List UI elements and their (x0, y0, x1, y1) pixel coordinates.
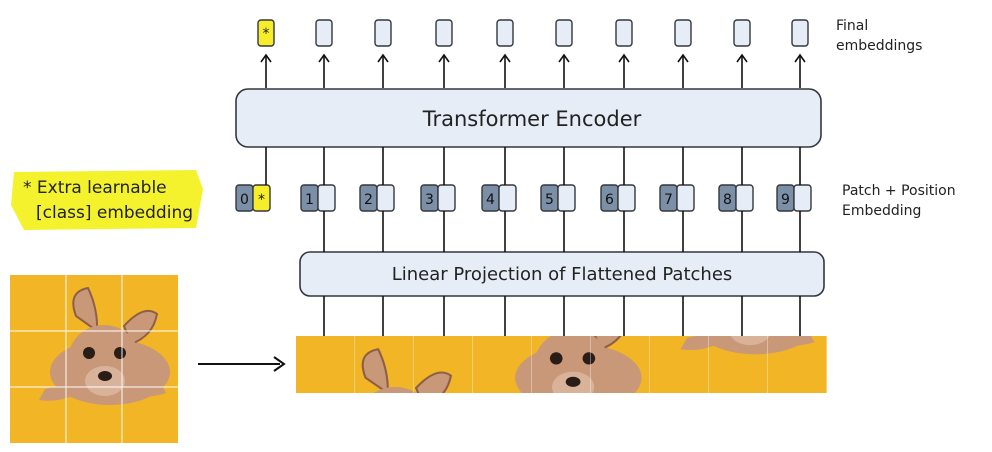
patch-position-label-2: Embedding (842, 203, 921, 219)
patch-embedding-3: 3 (420, 184, 456, 212)
image-patch-3 (414, 336, 474, 393)
class-output-marker: * (263, 26, 270, 42)
class-note-highlight (11, 170, 203, 230)
position-number: 5 (545, 192, 554, 208)
position-number: 9 (781, 192, 790, 208)
image-patch-1 (296, 336, 356, 393)
final-embeddings-row: * (257, 19, 809, 88)
position-number: 4 (486, 192, 495, 208)
class-note-line1: * Extra learnable (23, 178, 167, 198)
transformer-encoder-box (235, 88, 822, 148)
final-embeddings-label-2: embeddings (836, 38, 922, 54)
flattened-patches-strip (296, 336, 828, 393)
linear-projection-label: Linear Projection of Flattened Patches (392, 264, 733, 285)
patch-embedding-8: 8 (718, 184, 754, 212)
image-patch-7 (650, 336, 710, 393)
transformer-encoder-label: Transformer Encoder (422, 107, 642, 131)
patch-embedding-4: 4 (481, 184, 517, 212)
position-number: 2 (364, 192, 373, 208)
output-token (496, 19, 514, 88)
patch-position-label-1: Patch + Position (842, 183, 956, 199)
class-token-marker: * (258, 192, 265, 208)
image-patch-4 (473, 336, 533, 393)
image-patch-9 (768, 336, 828, 393)
arrowhead-icon (273, 356, 286, 372)
output-token (555, 19, 573, 88)
output-token (315, 19, 333, 88)
patch-embedding-9: 9 (776, 184, 812, 212)
position-number: 8 (723, 192, 732, 208)
puppy-photo-icon (10, 275, 178, 443)
class-output-token: * (257, 19, 275, 88)
class-note-line2: [class] embedding (36, 203, 193, 223)
output-token (733, 19, 751, 88)
patch-embedding-6: 6 (600, 184, 636, 212)
class-token-embedding: 0* (235, 184, 271, 212)
image-patch-2 (355, 336, 415, 393)
image-patch-5 (532, 336, 592, 393)
patch-embedding-1: 1 (300, 184, 336, 212)
image-patch-6 (591, 336, 651, 393)
output-token (374, 19, 392, 88)
output-token (674, 19, 692, 88)
position-number: 3 (425, 192, 434, 208)
patch-embedding-2: 2 (359, 184, 395, 212)
output-token (791, 19, 809, 88)
position-number: 1 (305, 192, 314, 208)
patch-embedding-7: 7 (659, 184, 695, 212)
position-number: 7 (664, 192, 673, 208)
connectors (265, 147, 801, 336)
output-token (435, 19, 453, 88)
position-number: 6 (605, 192, 614, 208)
patch-embedding-5: 5 (540, 184, 576, 212)
linear-projection-box (299, 251, 825, 297)
position-number: 0 (240, 192, 249, 208)
final-embeddings-label-1: Final (836, 18, 868, 34)
output-token (615, 19, 633, 88)
